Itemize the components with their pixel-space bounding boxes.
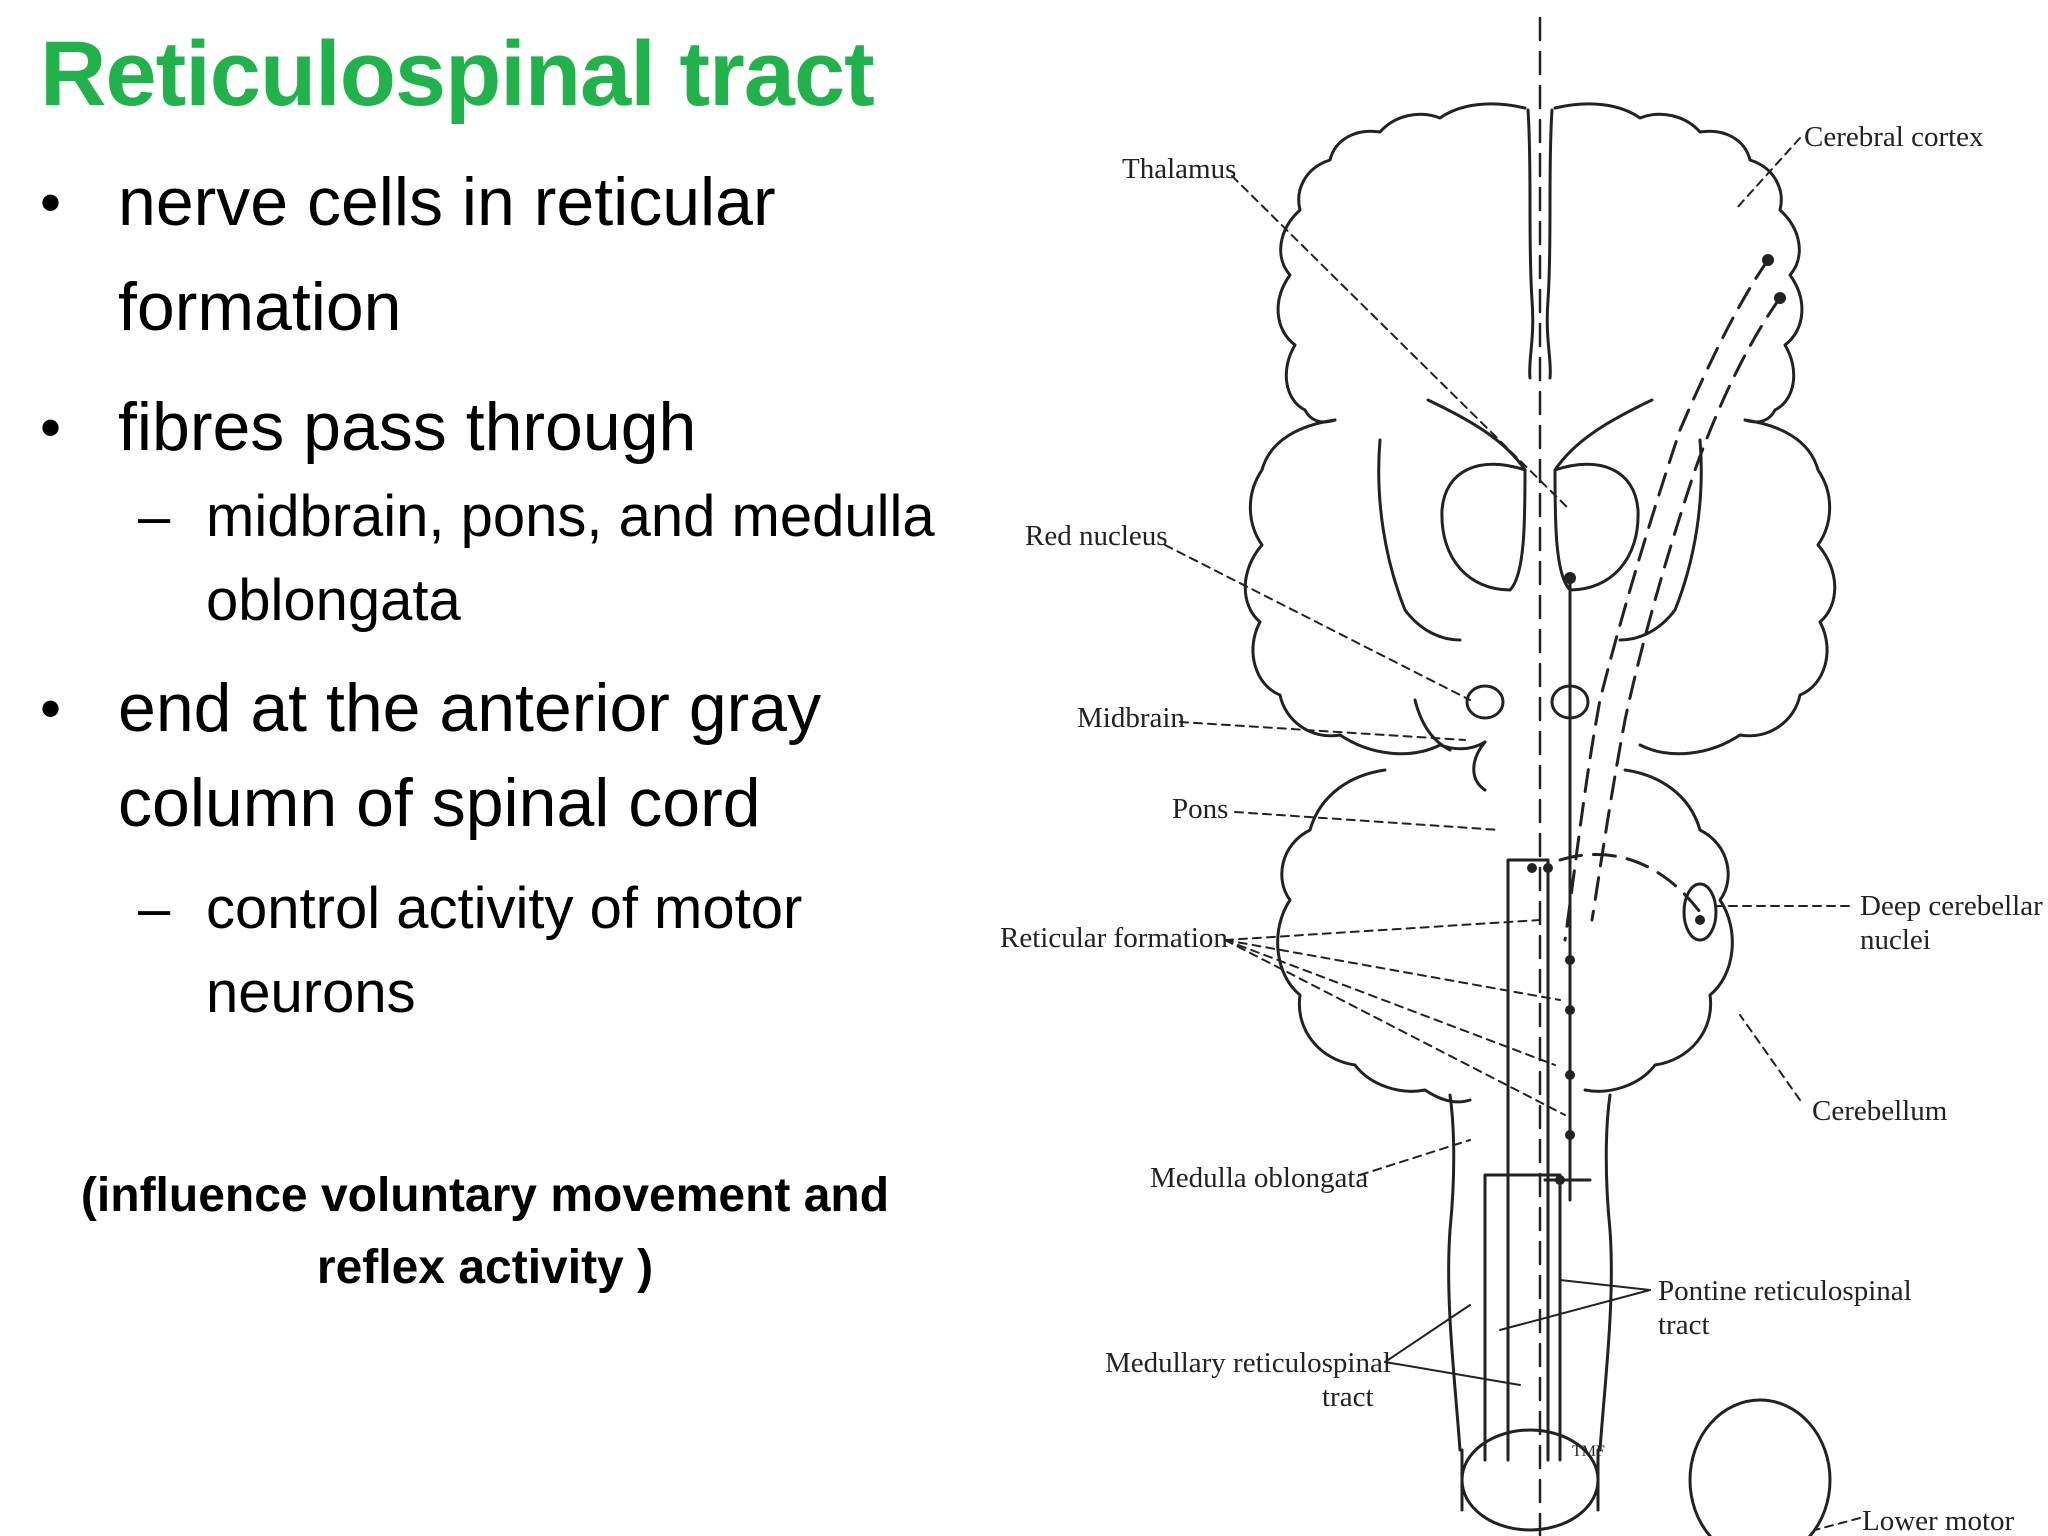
label-thalamus: Thalamus [1122, 153, 1236, 185]
spinal-cord-section [1460, 1428, 1600, 1532]
left-hemisphere-gyri [1243, 418, 1487, 756]
bullet-text: end at the anterior gray column of spina… [118, 670, 822, 841]
leader-red-nucleus [1164, 544, 1471, 701]
sub-bullet-item: – midbrain, pons, and medulla oblongata [40, 475, 940, 643]
reticular-neuron-4 [1565, 1005, 1575, 1015]
sub-bullet-item: – control activity of motor neurons [40, 867, 940, 1035]
cortex-neuron-1 [1762, 254, 1774, 266]
brainstem-right [1598, 1093, 1613, 1452]
left-hemisphere-outline [1276, 102, 1527, 424]
leader-medullary-2 [1384, 1361, 1521, 1386]
thalamus-left [1440, 462, 1527, 592]
leader-pons [1234, 811, 1501, 831]
label-lower-motor: Lower motor [1862, 1505, 2015, 1536]
reticular-neuron-7 [1555, 1175, 1565, 1185]
leader-midbrain [1179, 721, 1466, 741]
cerebellum-outline [1276, 768, 1472, 1104]
bullet-item-3: • end at the anterior gray column of spi… [40, 661, 940, 861]
leader-pontine-1 [1559, 1279, 1651, 1291]
label-tmf: TMF [1572, 1443, 1605, 1460]
label-reticular-formation: Reticular formation [1000, 922, 1228, 954]
label-deep-cerebellar: Deep cerebellar [1860, 890, 2043, 922]
label-pontine-reticulospinal: Pontine reticulospinal [1658, 1275, 1912, 1307]
label-midbrain: Midbrain [1077, 702, 1185, 734]
leader-medullary-1 [1384, 1304, 1471, 1363]
bullet-list: • nerve cells in reticular formation • f… [40, 150, 940, 1035]
leader-reticular-3 [1224, 939, 1556, 1066]
sub-bullet-glyph: – [138, 484, 171, 549]
corticoreticular-fibre-1 [1563, 258, 1770, 942]
deep-cerebellar-neuron [1695, 915, 1705, 925]
label-pons: Pons [1172, 793, 1228, 825]
corticoreticular-fibre-2 [1590, 296, 1782, 922]
spinal-cord-section-lower [1688, 1398, 1832, 1536]
leader-cerebellum [1739, 1014, 1801, 1101]
right-hemisphere-gyri [1638, 418, 1837, 756]
bullet-glyph: • [40, 169, 62, 236]
reticular-neuron-2 [1543, 863, 1553, 873]
brainstem-left [1447, 1093, 1462, 1452]
reticular-neuron-3 [1565, 955, 1575, 965]
leader-cerebral-cortex [1734, 137, 1801, 211]
label-red-nucleus: Red nucleus [1025, 520, 1168, 552]
label-medulla-oblongata: Medulla oblongata [1150, 1162, 1368, 1194]
label-medullary-tract: tract [1322, 1381, 1374, 1413]
cortex-neuron-2 [1774, 292, 1786, 304]
note-text: (influence voluntary movement and reflex… [80, 1169, 890, 1294]
leader-lower-motor [1814, 1517, 1861, 1531]
leader-pontine-2 [1499, 1289, 1651, 1331]
reticular-neuron-1 [1527, 863, 1537, 873]
cerebello-reticular-fibre [1558, 853, 1702, 914]
neuron-chain [1543, 578, 1592, 1202]
label-medullary-reticulospinal: Medullary reticulospinal [1105, 1347, 1391, 1379]
reticular-neuron-6 [1565, 1130, 1575, 1140]
label-nuclei: nuclei [1860, 924, 1931, 956]
leader-reticular-4 [1224, 939, 1566, 1116]
internal-capsule-left [1377, 438, 1462, 642]
longitudinal-fissure [1526, 108, 1554, 380]
bullet-text: nerve cells in reticular formation [118, 164, 776, 345]
leader-medulla [1359, 1139, 1471, 1176]
leader-reticular-2 [1224, 939, 1561, 1001]
label-cerebral-cortex: Cerebral cortex [1804, 121, 1984, 153]
label-pontine-tract: tract [1658, 1309, 1710, 1341]
bullet-item-2: • fibres pass through [40, 375, 940, 475]
thalamic-neuron [1564, 572, 1576, 584]
bullet-text: fibres pass through [118, 389, 697, 465]
slide-title: Reticulospinal tract [40, 23, 875, 125]
sub-bullet-text: control activity of motor neurons [206, 876, 803, 1025]
leader-reticular-1 [1224, 919, 1541, 941]
sub-bullet-text: midbrain, pons, and medulla oblongata [206, 484, 935, 633]
right-hemisphere-outline [1553, 102, 1804, 424]
deep-cerebellar-nucleus [1682, 882, 1718, 942]
bullet-glyph: • [40, 394, 62, 461]
internal-capsule-right [1618, 438, 1703, 642]
leader-thalamus [1231, 175, 1571, 511]
bullet-item-1: • nerve cells in reticular formation [40, 150, 940, 360]
bullet-glyph: • [40, 675, 62, 742]
label-cerebellum: Cerebellum [1812, 1095, 1948, 1127]
sub-bullet-glyph: – [138, 876, 171, 941]
midbrain-outline [1413, 698, 1487, 792]
lateral-ventricles [1426, 398, 1654, 472]
reticular-neuron-5 [1565, 1070, 1575, 1080]
cerebellum-outline-right [1583, 768, 1734, 1093]
pontine-tract-box [1506, 858, 1550, 1462]
thalamus-right [1553, 462, 1640, 592]
red-nucleus-left [1465, 684, 1505, 720]
